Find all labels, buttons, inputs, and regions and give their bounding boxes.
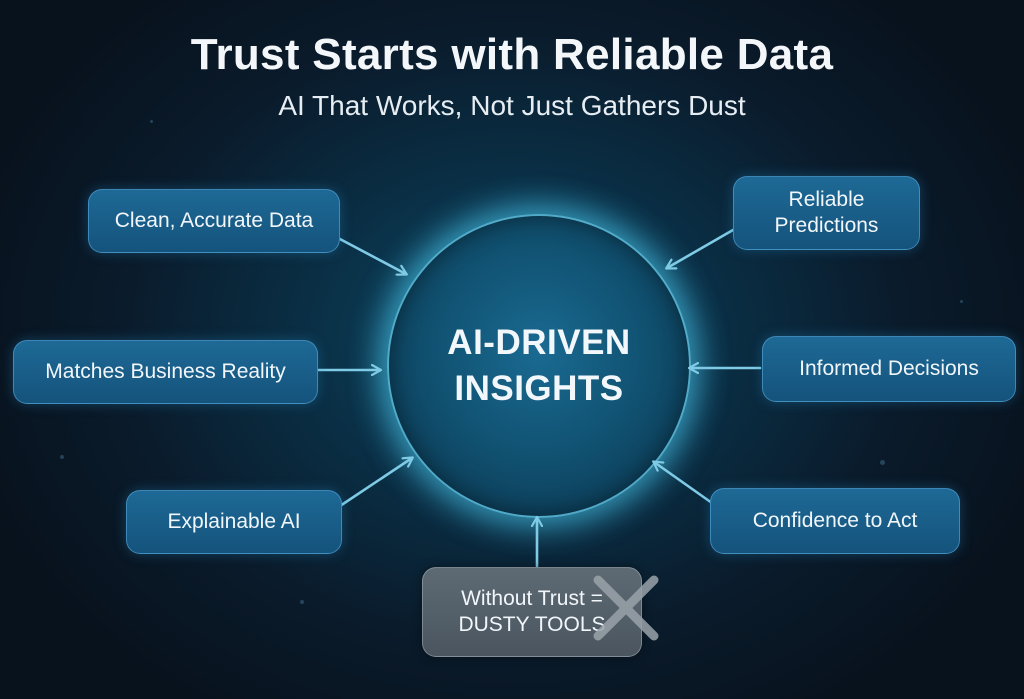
particle	[880, 460, 885, 465]
particle	[60, 455, 64, 459]
node-informed-decisions-label: Informed Decisions	[799, 357, 979, 380]
hub-label-line2: INSIGHTS	[454, 369, 624, 408]
page-title: Trust Starts with Reliable Data	[190, 30, 834, 79]
particle	[150, 120, 153, 123]
node-business-reality: Matches Business Reality	[13, 340, 318, 404]
arrow-reliable-predictions	[667, 228, 735, 268]
node-clean-data-label: Clean, Accurate Data	[114, 209, 314, 232]
node-without-trust-line2: DUSTY TOOLS	[458, 613, 606, 636]
page-subtitle: AI That Works, Not Just Gathers Dust	[278, 90, 746, 121]
node-confidence-to-act: Confidence to Act	[710, 488, 960, 554]
hub-circle: AI-DRIVEN INSIGHTS	[387, 214, 691, 518]
node-without-trust-line1: Without Trust =	[461, 587, 603, 610]
node-business-reality-label: Matches Business Reality	[45, 360, 286, 383]
arrow-confidence-to-act	[654, 462, 714, 505]
node-reliable-predictions-line2: Predictions	[774, 214, 879, 237]
arrow-clean-data	[336, 236, 406, 274]
node-explainable-ai-label: Explainable AI	[167, 510, 301, 533]
node-informed-decisions: Informed Decisions	[762, 336, 1016, 402]
x-mark-icon	[593, 575, 659, 641]
particle	[960, 300, 963, 303]
node-confidence-to-act-label: Confidence to Act	[752, 509, 918, 532]
arrow-explainable-ai	[338, 458, 412, 508]
particle	[300, 600, 304, 604]
hub-label-line1: AI-DRIVEN	[447, 323, 631, 362]
node-clean-data: Clean, Accurate Data	[88, 189, 340, 253]
node-reliable-predictions: Reliable Predictions	[733, 176, 920, 250]
node-explainable-ai: Explainable AI	[126, 490, 342, 554]
node-reliable-predictions-line1: Reliable	[788, 188, 865, 211]
